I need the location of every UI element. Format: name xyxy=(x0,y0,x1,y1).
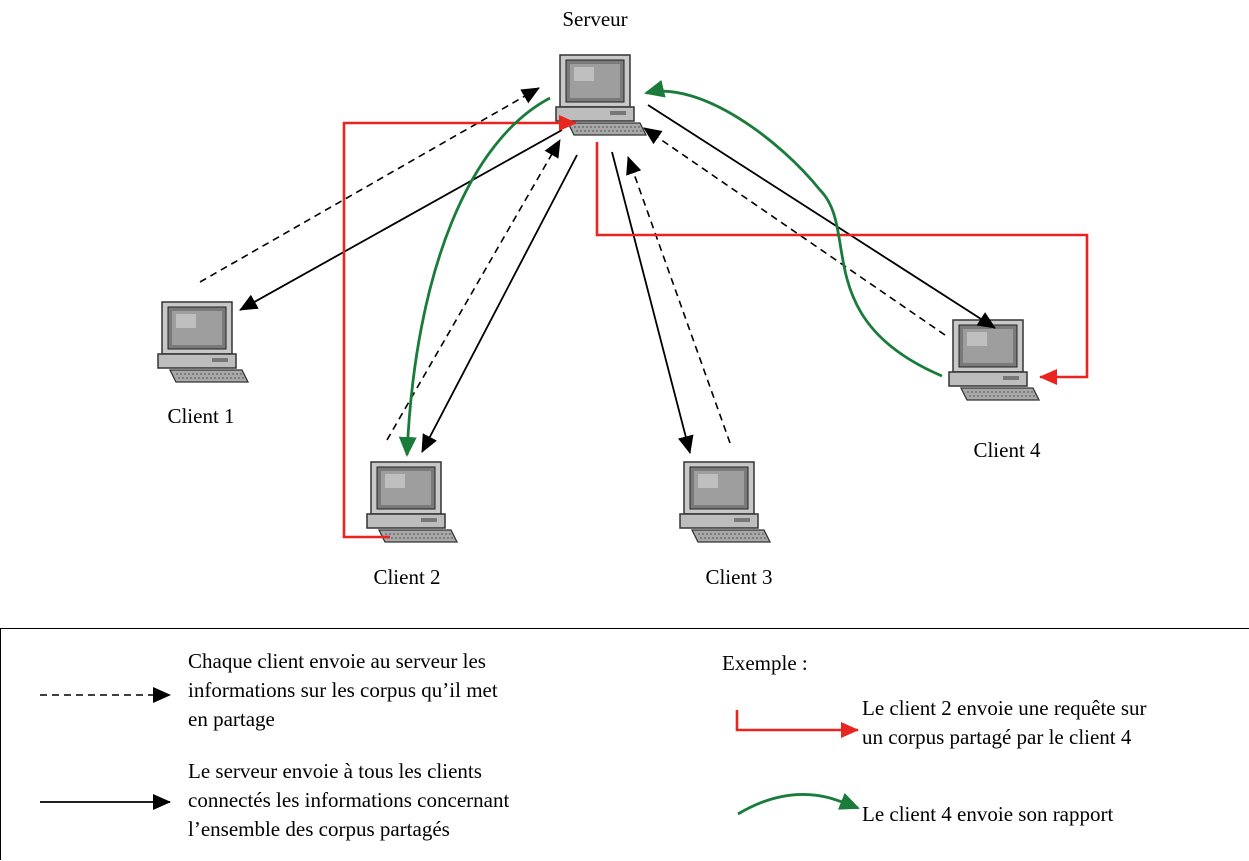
client2-computer-icon xyxy=(366,461,458,543)
server-to-client4-solid-arrow xyxy=(647,104,996,329)
legend-green-arrow xyxy=(737,792,860,816)
legend-dashed-description: Chaque client envoie au serveur les info… xyxy=(188,647,498,734)
server-to-client1-solid-arrow xyxy=(239,129,563,311)
legend-solid-line-3: l’ensemble des corpus partagés xyxy=(188,817,450,841)
client4-computer-icon xyxy=(948,319,1040,401)
client3-label: Client 3 xyxy=(705,565,772,589)
client1-to-server-dashed-arrow xyxy=(199,87,540,283)
client4-to-server-dashed-arrow xyxy=(643,127,946,336)
legend-solid-line-1: Le serveur envoie à tous les clients xyxy=(188,759,482,783)
server-to-client2-solid-arrow xyxy=(421,154,578,453)
client2-label: Client 2 xyxy=(373,565,440,589)
client4-report-green-arrow xyxy=(644,80,943,378)
legend xyxy=(0,628,1249,860)
client1-computer-icon xyxy=(157,301,249,383)
legend-red-arrow xyxy=(735,710,859,738)
server-to-client2-green-arrow xyxy=(398,96,551,457)
legend-green-description: Le client 4 envoie son rapport xyxy=(862,802,1114,826)
client4-label: Client 4 xyxy=(973,438,1041,462)
legend-solid-line-2: connectés les informations concernant xyxy=(188,788,510,812)
client2-to-server-dashed-arrow xyxy=(386,139,561,441)
legend-dashed-line-1: Chaque client envoie au serveur les xyxy=(188,649,486,673)
legend-red-description: Le client 2 envoie une requête sur un co… xyxy=(862,694,1147,752)
legend-dashed-line-2: informations sur les corpus qu’il met xyxy=(188,678,498,702)
legend-solid-description: Le serveur envoie à tous les clients con… xyxy=(188,757,509,844)
client3-computer-icon xyxy=(679,461,771,543)
legend-red-line-2: un corpus partagé par le client 4 xyxy=(862,725,1132,749)
legend-dashed-line-3: en partage xyxy=(188,707,275,731)
client2-request-red-arrow xyxy=(342,115,577,539)
client3-to-server-dashed-arrow xyxy=(626,156,731,444)
legend-red-line-1: Le client 2 envoie une requête sur xyxy=(862,696,1147,720)
legend-example-title: Exemple : xyxy=(722,651,808,675)
server-forward-red-arrow xyxy=(595,142,1089,385)
client1-label: Client 1 xyxy=(167,404,234,428)
server-label: Serveur xyxy=(562,7,627,31)
server-to-client3-solid-arrow xyxy=(611,151,694,454)
